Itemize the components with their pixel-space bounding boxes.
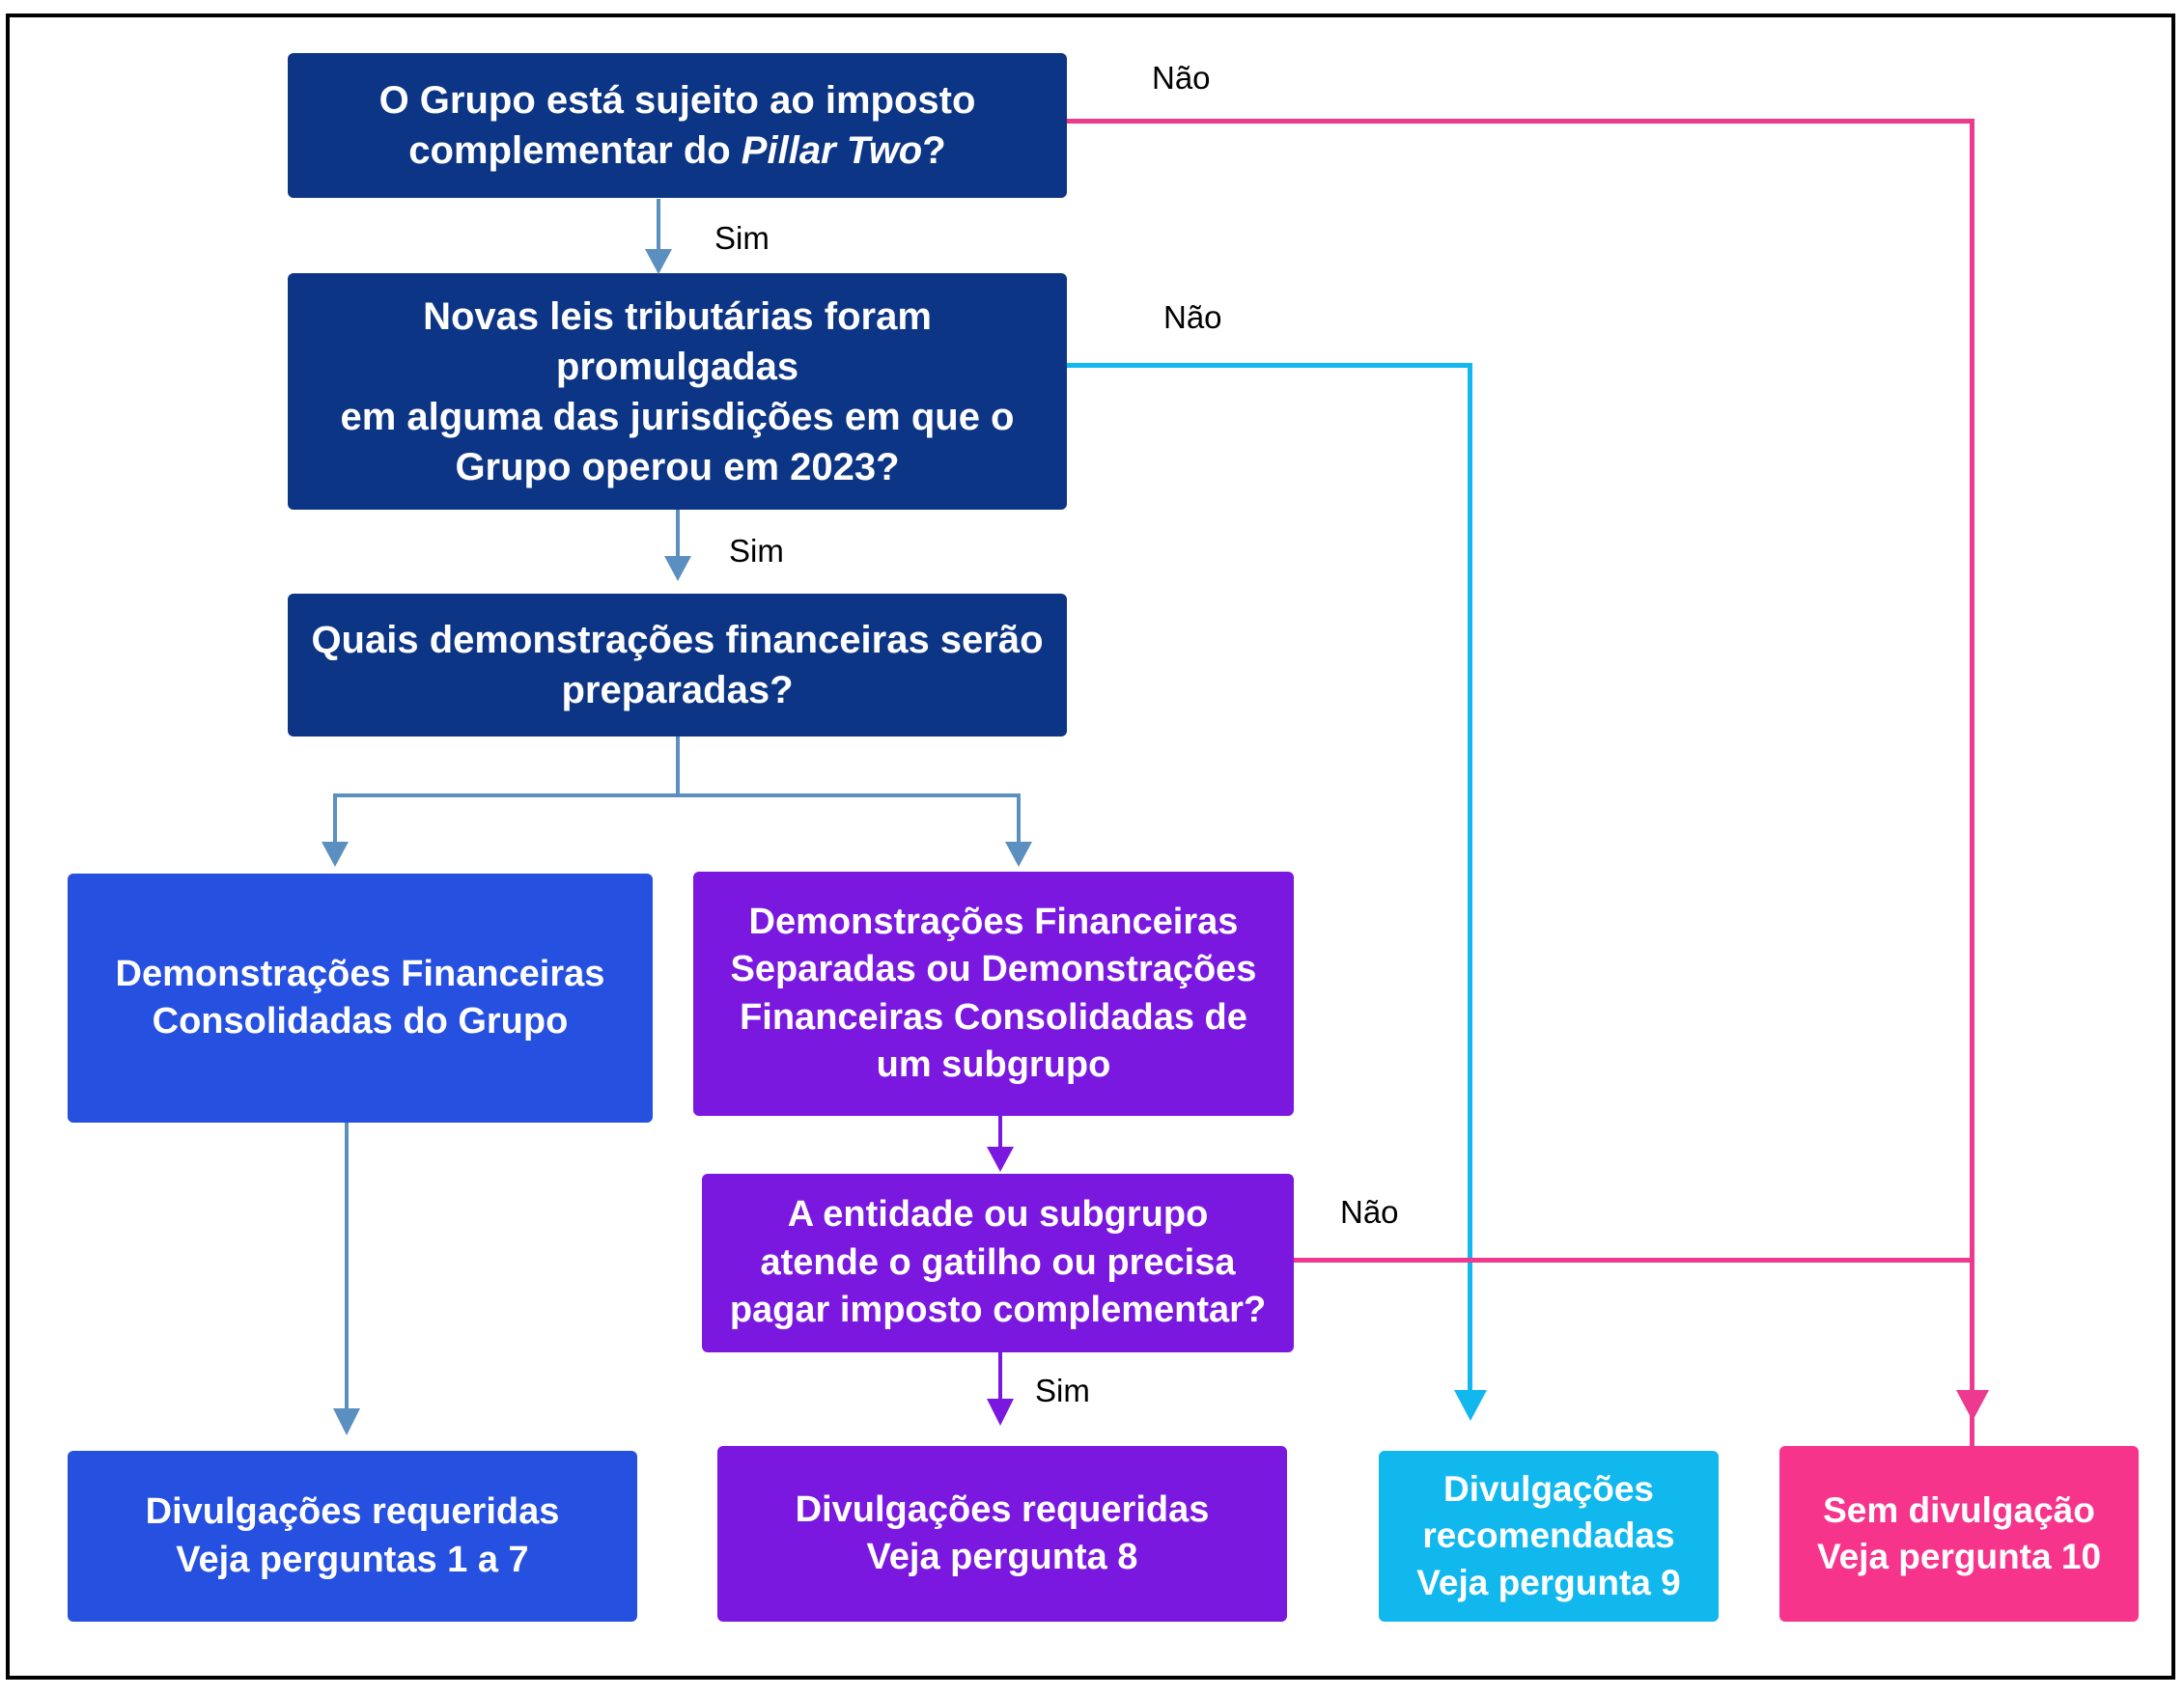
- connector-q4-nao-horizontal: [1294, 1258, 1973, 1263]
- node-q3-line1: Quais demonstrações financeiras serão: [311, 619, 1044, 661]
- connector-q1-to-q2-line: [657, 199, 660, 253]
- connector-consolidated-to-out1-line: [345, 1123, 349, 1412]
- connector-separate-to-q4-line: [998, 1116, 1002, 1151]
- node-out3-line2: recomendadas: [1422, 1515, 1675, 1556]
- connector-cyan-arrowhead-out3: [1454, 1390, 1487, 1421]
- node-out3-text: Divulgações recomendadas Veja pergunta 9: [1416, 1466, 1681, 1605]
- node-consolidated-text: Demonstrações Financeiras Consolidadas d…: [116, 951, 605, 1046]
- connector-q2-to-q3-line: [676, 510, 680, 560]
- node-separate-line4: um subgrupo: [876, 1043, 1111, 1085]
- connector-consolidated-to-out1-arrowhead: [333, 1408, 360, 1435]
- node-q4-line3: pagar imposto complementar?: [729, 1290, 1267, 1331]
- connector-q2-nao-horizontal: [1067, 363, 1472, 368]
- connector-q3-split-stem: [676, 737, 680, 796]
- node-out4-line1: Sem divulgação: [1823, 1489, 2095, 1530]
- node-out1-required-disclosures-1-7[interactable]: Divulgações requeridas Veja perguntas 1 …: [68, 1451, 637, 1622]
- node-q1-line2: complementar do Pillar Two?: [408, 129, 946, 172]
- node-out4-line2: Veja pergunta 10: [1816, 1537, 2102, 1576]
- node-separate-or-subgroup-statements[interactable]: Demonstrações Financeiras Separadas ou D…: [693, 872, 1294, 1116]
- node-q3-which-statements[interactable]: Quais demonstrações financeiras serão pr…: [288, 594, 1067, 737]
- edge-label-nao-q4: Não: [1340, 1194, 1399, 1230]
- connector-q3-split-right-drop: [1017, 793, 1021, 845]
- node-out2-line1: Divulgações requeridas: [795, 1488, 1210, 1530]
- node-q1-text: O Grupo está sujeito ao imposto compleme…: [379, 75, 976, 176]
- node-consolidated-group-statements[interactable]: Demonstrações Financeiras Consolidadas d…: [68, 874, 653, 1123]
- node-separate-text: Demonstrações Financeiras Separadas ou D…: [731, 899, 1257, 1090]
- connector-q3-split-left-drop: [333, 793, 337, 845]
- node-consolidated-line2: Consolidadas do Grupo: [152, 1001, 569, 1042]
- connector-cyan-vertical-trunk: [1468, 363, 1472, 1411]
- node-q4-line1: A entidade ou subgrupo: [787, 1194, 1209, 1236]
- node-q3-line2: preparadas?: [561, 669, 794, 711]
- node-out3-line3: Veja pergunta 9: [1416, 1562, 1681, 1602]
- node-q2-text: Novas leis tributárias foram promulgadas…: [301, 292, 1053, 492]
- connector-q3-left-arrowhead: [322, 842, 349, 867]
- connector-q3-split-horizontal: [333, 793, 1021, 797]
- edge-label-sim-q4: Sim: [1035, 1373, 1090, 1408]
- node-q1-pillar-two-subject[interactable]: O Grupo está sujeito ao imposto compleme…: [288, 53, 1067, 198]
- node-out1-line1: Divulgações requeridas: [145, 1491, 560, 1533]
- node-out2-text: Divulgações requeridas Veja pergunta 8: [796, 1487, 1210, 1582]
- edge-label-nao-q2: Não: [1163, 299, 1222, 335]
- node-out4-no-disclosure-10[interactable]: Sem divulgação Veja pergunta 10: [1779, 1446, 2139, 1622]
- node-out1-text: Divulgações requeridas Veja perguntas 1 …: [146, 1488, 560, 1584]
- connector-pink-arrowhead-out4: [1956, 1390, 1989, 1421]
- node-out3-line1: Divulgações: [1443, 1469, 1654, 1510]
- node-q2-line2: em alguma das jurisdições em que o: [340, 395, 1015, 438]
- node-q1-italic: Pillar Two: [741, 129, 923, 172]
- node-q4-text: A entidade ou subgrupo atende o gatilho …: [730, 1191, 1266, 1334]
- node-q3-text: Quais demonstrações financeiras serão pr…: [311, 615, 1043, 715]
- connector-q4-to-out2-line: [998, 1352, 1002, 1403]
- connector-q1-nao-horizontal: [1067, 119, 1974, 124]
- diagram-border-frame: [6, 14, 2175, 1680]
- node-separate-line1: Demonstrações Financeiras: [748, 901, 1239, 942]
- edge-label-sim-q2: Sim: [729, 533, 784, 569]
- node-separate-line3: Financeiras Consolidadas de: [740, 996, 1247, 1038]
- connector-q2-to-q3-arrowhead: [664, 556, 691, 581]
- node-out2-line2: Veja pergunta 8: [866, 1537, 1138, 1577]
- node-out4-text: Sem divulgação Veja pergunta 10: [1817, 1487, 2101, 1580]
- connector-separate-to-q4-arrowhead: [987, 1147, 1014, 1172]
- node-q2-line1: Novas leis tributárias foram promulgadas: [423, 294, 932, 388]
- node-out1-line2: Veja perguntas 1 a 7: [176, 1539, 529, 1580]
- connector-q3-right-arrowhead: [1005, 842, 1032, 867]
- edge-label-sim-q1: Sim: [714, 220, 770, 256]
- node-separate-line2: Separadas ou Demonstrações: [730, 949, 1257, 990]
- node-q1-line1: O Grupo está sujeito ao imposto: [378, 79, 976, 122]
- node-q4-line2: atende o gatilho ou precisa: [760, 1241, 1236, 1283]
- edge-label-nao-q1: Não: [1152, 60, 1211, 96]
- connector-q4-to-out2-arrowhead: [987, 1399, 1014, 1426]
- node-q4-entity-trigger[interactable]: A entidade ou subgrupo atende o gatilho …: [702, 1174, 1294, 1352]
- node-q2-line3: Grupo operou em 2023?: [455, 445, 900, 488]
- node-out3-recommended-disclosures-9[interactable]: Divulgações recomendadas Veja pergunta 9: [1379, 1451, 1719, 1622]
- node-q2-new-tax-laws[interactable]: Novas leis tributárias foram promulgadas…: [288, 273, 1067, 510]
- node-out2-required-disclosures-8[interactable]: Divulgações requeridas Veja pergunta 8: [717, 1446, 1287, 1622]
- node-consolidated-line1: Demonstrações Financeiras: [115, 953, 605, 994]
- connector-q1-to-q2-arrowhead: [645, 249, 672, 274]
- connector-pink-vertical-trunk: [1970, 119, 1974, 1446]
